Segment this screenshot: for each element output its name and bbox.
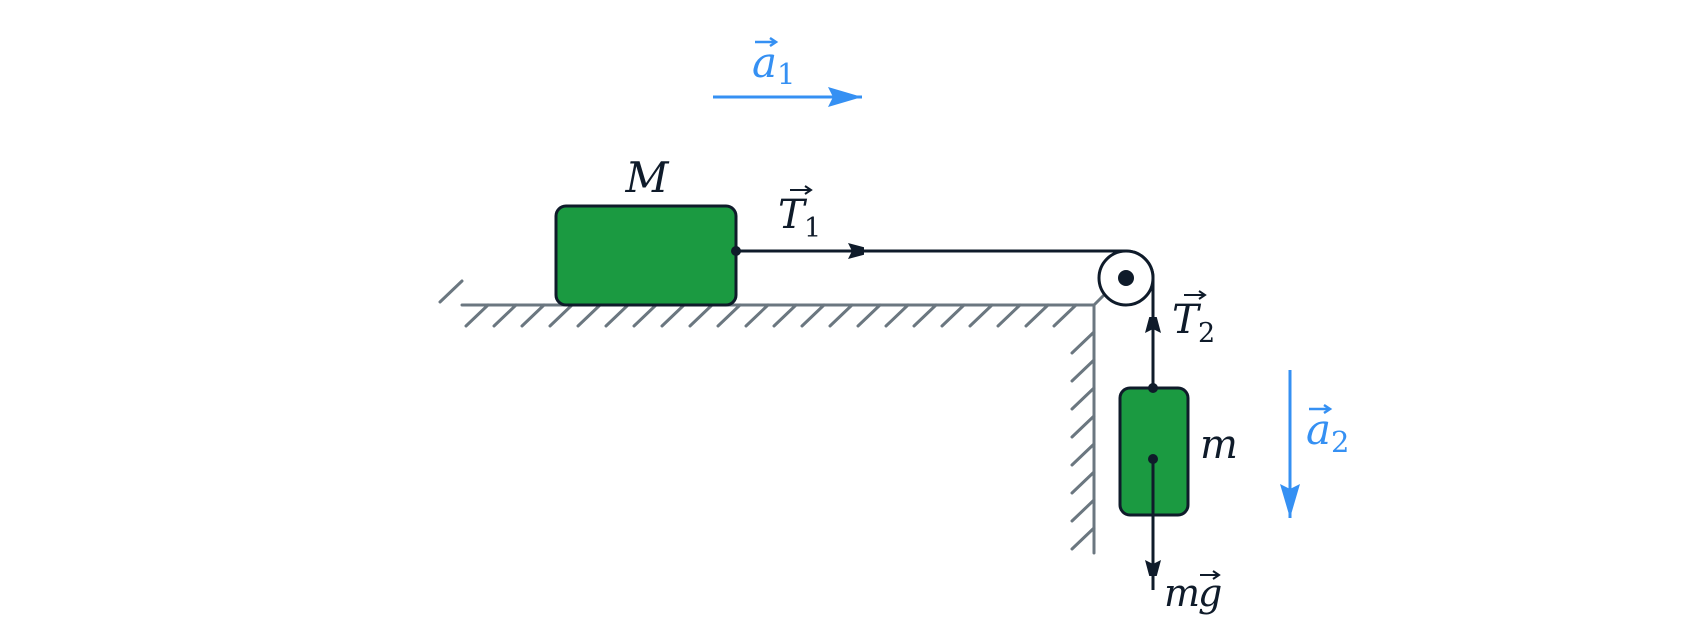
label-mass-big: M	[624, 153, 669, 202]
center-of-mass-small	[1148, 454, 1158, 464]
label-tension-1: T 1	[778, 185, 821, 244]
svg-text:T: T	[1172, 297, 1202, 343]
ground-horizontal	[438, 279, 1096, 328]
block-big-mass	[554, 204, 738, 307]
attach-point-block-big	[731, 246, 741, 256]
svg-text:2: 2	[1198, 318, 1215, 349]
svg-text:1: 1	[777, 57, 795, 91]
label-mass-small: m	[1200, 422, 1238, 468]
label-weight: m g	[1164, 570, 1222, 615]
svg-text:a: a	[1306, 405, 1331, 454]
label-tension-2: T 2	[1172, 290, 1215, 349]
wall-vertical	[1070, 292, 1107, 555]
svg-text:T: T	[778, 192, 808, 238]
svg-text:2: 2	[1331, 425, 1349, 459]
svg-text:a: a	[752, 38, 777, 87]
svg-text:m: m	[1164, 571, 1200, 615]
rope	[736, 249, 1155, 388]
label-acceleration-2: a 2	[1306, 403, 1349, 459]
label-acceleration-1: a 1	[752, 36, 795, 91]
pulley	[1097, 249, 1155, 307]
svg-text:g: g	[1198, 571, 1222, 615]
attach-point-block-small	[1148, 383, 1158, 393]
svg-text:1: 1	[804, 213, 821, 244]
